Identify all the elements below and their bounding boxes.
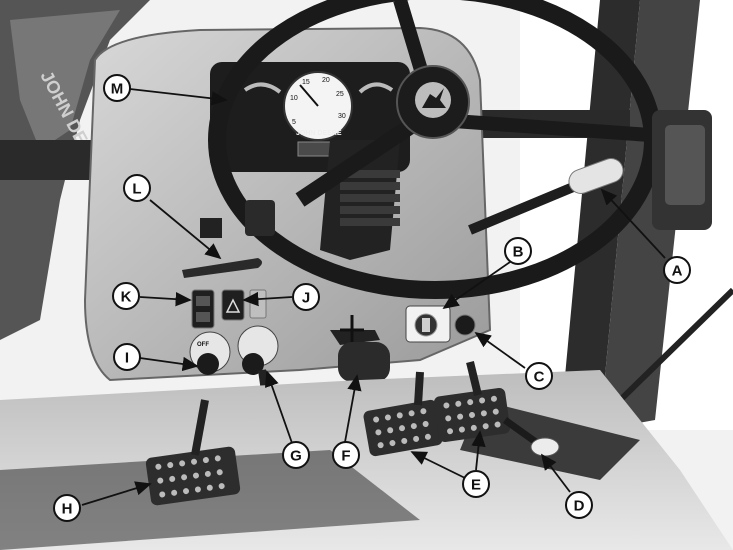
- hand-throttle-lever[interactable]: [182, 258, 262, 278]
- rocker-switch-k-top: [196, 296, 210, 306]
- gauge-tick-4: 25: [336, 91, 344, 98]
- reverser-lever-knob[interactable]: [566, 155, 627, 197]
- callout-a: A: [663, 256, 691, 284]
- gauge-tick-0: 5: [292, 119, 296, 126]
- callout-f-label: F: [341, 448, 350, 465]
- temp-gauge: [358, 82, 394, 94]
- gauge-tick-5: 30: [338, 113, 346, 120]
- foot-throttle-pedal[interactable]: [530, 437, 560, 457]
- callout-j-label: J: [302, 290, 310, 307]
- callout-e-label: E: [471, 477, 481, 494]
- clutch-pedal-arm: [191, 399, 209, 456]
- callout-g-label: G: [290, 448, 302, 465]
- callout-i-label: I: [125, 350, 129, 367]
- arrow-i: [139, 356, 199, 372]
- brake-pedal-arm-right: [466, 361, 482, 396]
- callout-e: E: [462, 470, 490, 498]
- blank-switch-plate: [249, 289, 267, 319]
- callout-d: D: [565, 491, 593, 519]
- steering-column-boot: [340, 170, 400, 226]
- arrow-b: [442, 261, 511, 310]
- cab-pillar-shadow: [600, 0, 700, 430]
- range-shift-knob[interactable]: [338, 342, 390, 382]
- cluster-brand: JOHN DEERE: [296, 130, 342, 137]
- arrow-a: [600, 188, 666, 259]
- tachometer-needle: [299, 84, 319, 107]
- brake-pedal-arm-left: [414, 371, 424, 406]
- clutch-pedal[interactable]: [145, 446, 241, 506]
- arrow-h: [81, 481, 152, 506]
- hazard-switch[interactable]: [221, 289, 245, 321]
- arrow-d: [540, 453, 571, 493]
- light-switch-knob[interactable]: [197, 353, 219, 375]
- rocker-switch-k[interactable]: [191, 289, 215, 329]
- reverser-lever-shaft: [468, 175, 592, 235]
- callout-b-label: B: [513, 244, 524, 261]
- wheel-spoke-right: [439, 113, 651, 142]
- turn-signal-knob[interactable]: [242, 353, 264, 375]
- callout-a-label: A: [672, 263, 683, 280]
- arrow-e2: [471, 430, 486, 471]
- callout-c: C: [525, 362, 553, 390]
- callout-i: I: [113, 343, 141, 371]
- callout-c-label: C: [534, 369, 545, 386]
- callout-l: L: [123, 174, 151, 202]
- throttle-knob-c[interactable]: [454, 314, 476, 336]
- arrow-g: [264, 370, 293, 444]
- arrow-m: [129, 88, 228, 106]
- arrow-c: [474, 331, 526, 369]
- callout-b: B: [504, 237, 532, 265]
- panel-plug: [200, 218, 222, 238]
- cab-grab-rail: [607, 287, 733, 413]
- arrow-j: [242, 291, 293, 307]
- callout-j: J: [292, 283, 320, 311]
- callout-k-label: K: [121, 289, 132, 306]
- shift-pattern-icon: [340, 315, 364, 345]
- hazard-triangle-icon: [225, 298, 241, 313]
- callout-k: K: [112, 282, 140, 310]
- floor-mat-left: [0, 450, 420, 550]
- panel-socket: [245, 200, 275, 236]
- light-switch-off-label: OFF: [197, 342, 209, 348]
- arrow-k: [139, 291, 192, 307]
- deer-logo-icon: [415, 82, 451, 118]
- arrow-f: [344, 374, 362, 443]
- ignition-key-icon: [422, 318, 430, 332]
- callout-f: F: [332, 441, 360, 469]
- gauge-tick-2: 15: [302, 79, 310, 86]
- shift-gate-pattern: [330, 330, 380, 345]
- hood-highlight: [10, 10, 120, 150]
- callout-h: H: [53, 494, 81, 522]
- gauge-tick-3: 20: [322, 77, 330, 84]
- arrow-l: [149, 199, 222, 260]
- callout-h-label: H: [62, 501, 73, 518]
- callout-g: G: [282, 441, 310, 469]
- mirror-glass: [665, 125, 705, 205]
- callout-m-label: M: [111, 81, 124, 98]
- brake-pedal-right[interactable]: [433, 387, 511, 443]
- rocker-switch-k-bottom: [196, 312, 210, 322]
- brake-pedal-left[interactable]: [363, 399, 444, 457]
- callout-d-label: D: [574, 498, 585, 515]
- callout-l-label: L: [132, 181, 141, 198]
- fuel-gauge: [243, 82, 282, 94]
- callout-arrows: [81, 88, 666, 506]
- callout-m: M: [103, 74, 131, 102]
- arrow-e1: [410, 451, 466, 479]
- cab-pillar-right: [560, 0, 640, 430]
- gauge-tick-1: 10: [290, 95, 298, 102]
